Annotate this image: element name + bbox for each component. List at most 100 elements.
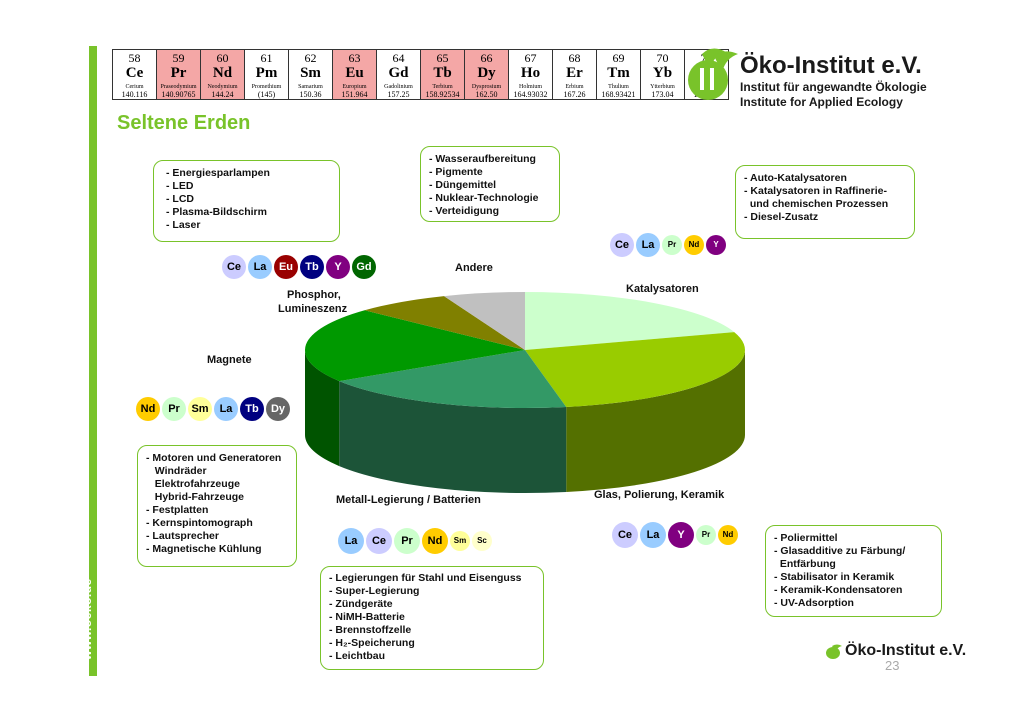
element-badge-la: La	[248, 255, 272, 279]
pie-sides	[305, 350, 745, 493]
element-num: 64	[392, 51, 405, 65]
element-name: Praseodymium	[160, 84, 197, 90]
page-title: Seltene Erden	[117, 112, 251, 134]
pie-side-1	[566, 350, 745, 492]
use-item: - LCD	[166, 193, 194, 205]
element-badge-y: Y	[326, 255, 350, 279]
element-name: Cerium	[125, 84, 144, 90]
use-item: - Motoren und Generatoren	[146, 452, 282, 464]
element-sym: Sm	[300, 65, 321, 81]
side-accent-bar	[89, 46, 97, 676]
andere-uses-list: - Wasseraufbereitung- Pigmente- Düngemit…	[421, 147, 559, 218]
element-mass: 151.964	[341, 90, 368, 99]
element-badge-ce: Ce	[610, 233, 634, 257]
element-mass: 144.24	[211, 90, 234, 99]
use-item: - Wasseraufbereitung	[429, 153, 536, 165]
pie-chart	[305, 292, 745, 493]
element-mass: (145)	[257, 90, 276, 99]
use-item: und chemischen Prozessen	[744, 198, 889, 210]
leaf-logo-small-icon	[826, 644, 842, 659]
element-sym: Pr	[170, 65, 187, 81]
element-num: 70	[656, 51, 669, 65]
element-badge-pr: Pr	[696, 525, 716, 545]
side-url: www.oeko.de	[80, 578, 94, 660]
label-magnete: Magnete	[207, 354, 252, 366]
element-badge-sm: Sm	[188, 397, 212, 421]
use-item: - Brennstoffzelle	[329, 624, 412, 636]
use-item: - Glasadditive zu Färbung/	[774, 545, 906, 557]
element-sym: Er	[566, 65, 583, 81]
element-badge-ce: Ce	[366, 528, 392, 554]
element-sym: Gd	[388, 65, 409, 81]
element-mass: 162.50	[475, 90, 498, 99]
element-num: 63	[348, 51, 361, 65]
glas-uses-list: - Poliermittel- Glasadditive zu Färbung/…	[766, 526, 941, 610]
element-name: Holmium	[518, 84, 542, 90]
element-name: Europium	[342, 84, 367, 90]
element-sym: Yb	[652, 65, 673, 81]
katalysatoren-uses-list: - Auto-Katalysatoren- Katalysatoren in R…	[736, 166, 914, 224]
element-num: 59	[172, 51, 185, 65]
element-num: 66	[480, 51, 493, 65]
element-badge-dy: Dy	[266, 397, 290, 421]
pie-slice-1	[525, 332, 745, 407]
pie-slice-3	[305, 310, 525, 382]
element-sym: Tm	[607, 65, 630, 81]
element-mass: 173.04	[651, 90, 674, 99]
element-badge-sm: Sm	[450, 531, 470, 551]
phosphor-uses-list: - Energiesparlampen- LED- LCD- Plasma-Bi…	[154, 161, 339, 232]
element-name: Erbium	[565, 84, 584, 90]
use-item: - Legierungen für Stahl und Eisenguss	[329, 572, 522, 584]
use-item: - Keramik-Kondensatoren	[774, 584, 903, 596]
label-andere: Andere	[455, 262, 493, 274]
element-badge-y: Y	[706, 235, 726, 255]
element-badge-pr: Pr	[162, 397, 186, 421]
use-item: - NiMH-Batterie	[329, 611, 405, 623]
element-badge-la: La	[338, 528, 364, 554]
use-item: - H₂-Speicherung	[329, 637, 415, 649]
element-name: Neodymium	[207, 84, 238, 90]
element-mass: 157.25	[387, 90, 410, 99]
element-num: 69	[612, 51, 625, 65]
logo-subtitle-en: Institute for Applied Ecology	[740, 95, 903, 109]
element-num: 58	[128, 51, 141, 65]
use-item: Windräder	[146, 465, 207, 477]
use-item: Elektrofahrzeuge	[146, 478, 240, 490]
page-number: 23	[885, 658, 900, 673]
use-item: Hybrid-Fahrzeuge	[146, 491, 245, 503]
element-name: Terbium	[432, 84, 453, 90]
element-sym: Dy	[477, 65, 496, 81]
element-sym: Pm	[255, 65, 278, 81]
use-item: - Super-Legierung	[329, 585, 420, 597]
use-item: - Pigmente	[429, 166, 483, 178]
label-katalysatoren: Katalysatoren	[626, 283, 699, 295]
logo-subtitle-de: Institut für angewandte Ökologie	[740, 80, 927, 94]
andere-uses-box: - Wasseraufbereitung- Pigmente- Düngemit…	[420, 146, 560, 222]
element-badge-tb: Tb	[240, 397, 264, 421]
use-item: - Auto-Katalysatoren	[744, 172, 847, 184]
element-sym: Ho	[520, 65, 541, 81]
element-mass: 158.92534	[425, 90, 460, 99]
use-item: - Zündgeräte	[329, 598, 393, 610]
use-item: - Diesel-Zusatz	[744, 211, 819, 223]
element-sym: Tb	[433, 65, 452, 81]
element-mass: 140.90765	[161, 90, 196, 99]
element-badge-la: La	[214, 397, 238, 421]
use-item: - Lautsprecher	[146, 530, 219, 542]
element-num: 61	[260, 51, 273, 65]
element-sym: Nd	[212, 65, 233, 81]
pie-side-3	[305, 350, 340, 467]
element-badge-sc: Sc	[472, 531, 492, 551]
metall-uses-box: - Legierungen für Stahl und Eisenguss- S…	[320, 566, 544, 670]
element-num: 60	[216, 51, 229, 65]
glas-uses-box: - Poliermittel- Glasadditive zu Färbung/…	[765, 525, 942, 617]
label-phosphor-2: Lumineszenz	[278, 303, 348, 315]
